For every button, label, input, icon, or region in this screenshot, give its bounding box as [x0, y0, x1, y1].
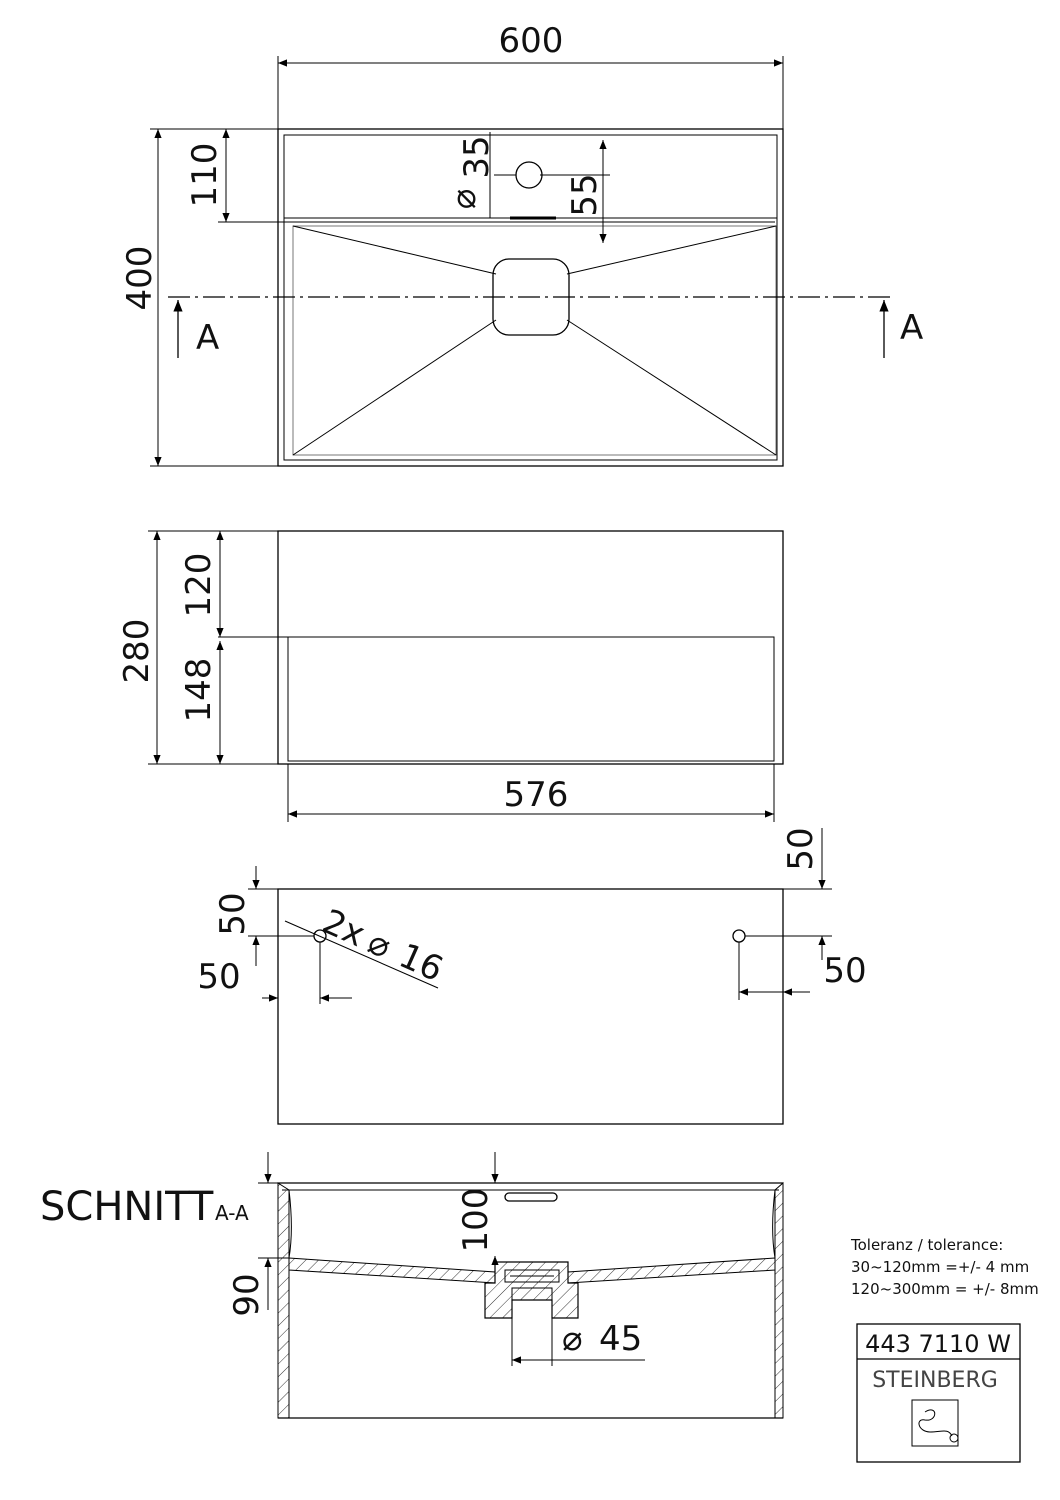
- tolerance-note: Toleranz / tolerance: 30~120mm =+/- 4 mm…: [850, 1236, 1039, 1298]
- section-view: SCHNITT A-A 100 90 ⌀: [40, 1152, 784, 1419]
- width-dimension: 600: [499, 21, 564, 61]
- overflow-slot: [504, 1192, 558, 1202]
- section-marker-left: A: [196, 318, 219, 358]
- dia-symbol-icon: ⌀: [362, 922, 397, 967]
- right-top-dimension: 50: [781, 827, 821, 870]
- height-dimension: 280: [117, 619, 157, 684]
- right-side-dimension: 50: [823, 951, 866, 991]
- brand-name: STEINBERG: [872, 1368, 998, 1393]
- drain-dia: 45: [599, 1319, 642, 1359]
- top-view: 600 400 110 35 ⌀ 55 A A: [120, 21, 923, 467]
- front-view-outline: [277, 530, 784, 765]
- depth-dimension: 100: [456, 1188, 496, 1253]
- dia-symbol-icon: ⌀: [444, 189, 484, 209]
- upper-dimension: 120: [179, 553, 219, 618]
- rim-dimension: 110: [185, 143, 225, 208]
- front-view-opening: [287, 636, 775, 762]
- basin-floor-left: [288, 1257, 496, 1284]
- left-top-dimension: 50: [213, 892, 253, 935]
- holes-dia: 16: [393, 936, 449, 990]
- tolerance-line-2: 120~300mm = +/- 8mm: [851, 1280, 1039, 1298]
- wall-dimension: 90: [227, 1273, 267, 1316]
- basin-floor: [292, 225, 777, 456]
- article-number: 443 7110 W: [865, 1330, 1011, 1358]
- inner-width-dimension: 576: [504, 775, 569, 815]
- bottom-view: 50 50 2x ⌀ 16 50 50: [197, 827, 867, 1125]
- holes-count: 2x: [316, 902, 370, 956]
- bottom-view-outline: [277, 888, 784, 1125]
- depth-dimension: 400: [120, 246, 160, 311]
- hole-leader-line: [284, 920, 439, 989]
- steinberg-logo-icon: [911, 1399, 959, 1447]
- tap-hole-offset: 55: [565, 173, 605, 216]
- mounting-hole-right: [732, 929, 746, 943]
- section-marker-right: A: [900, 308, 923, 348]
- left-side-dimension: 50: [197, 957, 240, 997]
- lower-dimension: 148: [179, 658, 219, 723]
- tolerance-heading: Toleranz / tolerance:: [850, 1236, 1003, 1254]
- basin-floor-right: [567, 1257, 776, 1284]
- section-title-suffix: A-A: [215, 1201, 249, 1225]
- tap-hole: [515, 161, 543, 189]
- front-view: 280 120 148 576: [117, 530, 784, 822]
- title-block: 443 7110 W STEINBERG: [856, 1323, 1021, 1463]
- tolerance-line-1: 30~120mm =+/- 4 mm: [851, 1258, 1029, 1276]
- tap-hole-dia-value: 35: [457, 135, 497, 178]
- dia-symbol-icon: ⌀: [562, 1319, 582, 1359]
- section-title: SCHNITT: [40, 1184, 214, 1230]
